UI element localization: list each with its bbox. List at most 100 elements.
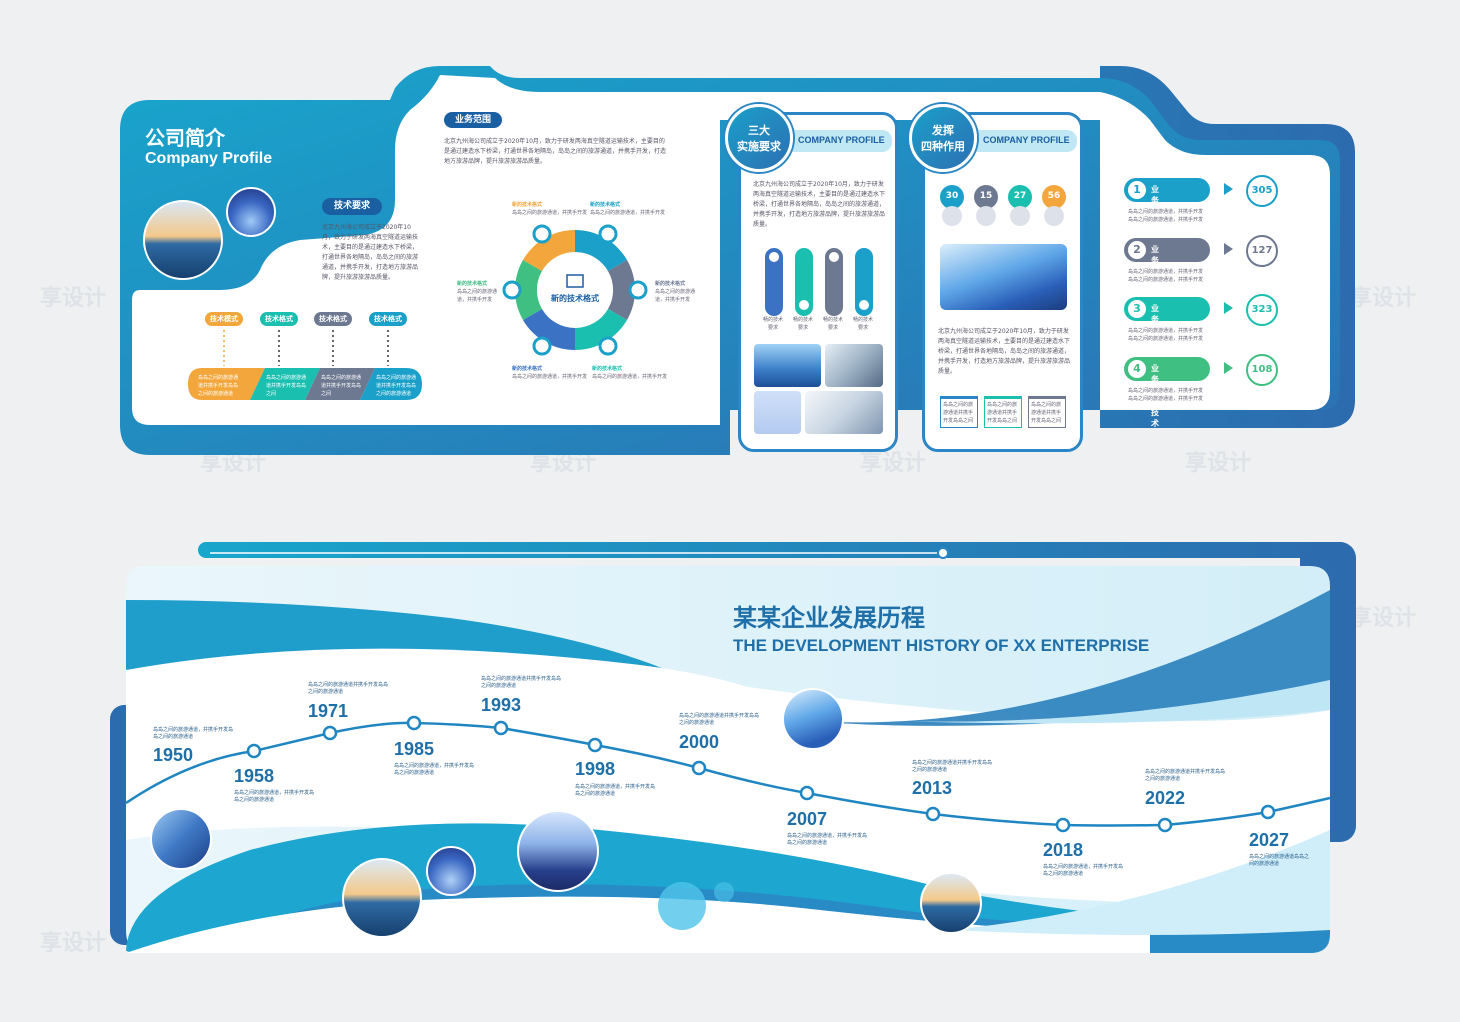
service-number: 3 — [1128, 300, 1146, 318]
service-value: 127 — [1246, 235, 1278, 267]
year-1958: 1958 — [234, 766, 275, 786]
watermark: 享设计 — [40, 286, 107, 311]
year-desc-1950: 岛岛之间的旅游通道，并携手开发岛岛之间的旅游通道 — [153, 727, 234, 740]
watermark: 享设计 — [1350, 606, 1417, 631]
scope-node-3: 新的技术格式岛岛之间的旅游通道，并携手开发 — [457, 281, 498, 303]
panel2-num-3: 27 — [1008, 185, 1032, 209]
year-1998: 1998 — [575, 759, 616, 779]
panel1-bar-label-4: 畅的技术要求 — [852, 317, 873, 331]
panel1-text: 北京九州海公司成立于2020年10月，致力于研发两海真空隧道运输技术，主要目的是… — [753, 181, 886, 228]
panel2-num-2: 15 — [974, 185, 998, 209]
arrow-right-icon — [1224, 302, 1233, 314]
year-desc-1958: 岛岛之间的旅游通道，并携手开发岛岛之间的旅游通道 — [234, 790, 315, 803]
photo-train-interior — [825, 344, 883, 387]
year-desc-2018: 岛岛之间的旅游通道，并携手开发岛岛之间的旅游通道 — [1043, 864, 1124, 877]
watermark: 享设计 — [530, 451, 597, 476]
scope-node-2: 新的技术格式岛岛之间的旅游通道，并携手开发 — [590, 202, 666, 216]
year-1985: 1985 — [394, 739, 435, 759]
year-2013: 2013 — [912, 778, 953, 798]
photo-corridor — [805, 391, 883, 434]
service-number: 2 — [1128, 241, 1146, 259]
panel1-bar-label-1: 畅的技术要求 — [762, 317, 783, 331]
arrow-right-icon — [1224, 362, 1233, 374]
tag-text-1: 岛岛之间的旅游通道并携手开发岛岛之间的旅游通道 — [198, 375, 239, 397]
watermark: 享设计 — [40, 931, 107, 956]
history-title-cn: 某某企业发展历程 — [733, 604, 925, 632]
tag-text-3: 岛岛之间的旅游通道并携手开发岛岛之间 — [321, 375, 362, 397]
tech-requirement-text: 北京九州海公司成立于2020年10月，致力于研发两海真空隧道运输技术，主要目的是… — [322, 224, 419, 281]
arrow-right-icon — [1224, 183, 1233, 195]
scope-center-label: 新的技术格式 — [551, 294, 599, 303]
year-desc-1971: 岛岛之间的旅游通道并携手开发岛岛之间的旅游通道 — [308, 682, 389, 695]
tech-requirement-label: 技术要求 — [322, 198, 382, 215]
panel1-bar-label-2: 畅的技术要求 — [792, 317, 813, 331]
photo-city-lights — [426, 846, 476, 896]
panel2-text: 北京九州海公司成立于2020年10月，致力于研发两海真空隧道运输技术，主要目的是… — [938, 328, 1071, 375]
service-value: 305 — [1246, 175, 1278, 207]
year-desc-1985: 岛岛之间的旅游通道，并携手开发岛岛之间的旅游通道 — [394, 763, 475, 776]
profile-title-en: Company Profile — [145, 150, 273, 167]
watermark: 享设计 — [1350, 286, 1417, 311]
tag-text-4: 岛岛之间的旅游通道并携手开发岛岛之间的旅游通道 — [376, 375, 417, 397]
year-2027: 2027 — [1249, 830, 1290, 850]
year-2007: 2007 — [787, 809, 828, 829]
arrow-right-icon — [1224, 243, 1233, 255]
tag-3: 技术格式 — [314, 312, 352, 326]
tag-text-2: 岛岛之间的旅游通道并携手开发岛岛之间 — [266, 375, 307, 397]
panel2-num-1: 30 — [940, 185, 964, 209]
photo-light-panel — [754, 391, 801, 434]
year-2022: 2022 — [1145, 788, 1186, 808]
photo-sailboat-2 — [920, 872, 982, 934]
panel2-badge: 发挥 四种作用 — [909, 104, 977, 172]
year-desc-2007: 岛岛之间的旅游通道，并携手开发岛岛之间的旅游通道 — [787, 833, 868, 846]
panel2-note-3: 岛岛之间的旅游通道并携手开发岛岛之间 — [1028, 396, 1066, 428]
year-desc-1993: 岛岛之间的旅游通道并携手开发岛岛之间的旅游通道 — [481, 676, 562, 689]
profile-title-cn: 公司简介 — [145, 126, 225, 150]
watermark: 享设计 — [1185, 451, 1252, 476]
service-value: 108 — [1246, 354, 1278, 386]
panel1-bars — [765, 248, 873, 316]
tag-2: 技术格式 — [260, 312, 298, 326]
tag-ribbon — [188, 330, 422, 400]
photo-skyline — [754, 344, 821, 387]
service-value: 323 — [1246, 294, 1278, 326]
year-desc-1998: 岛岛之间的旅游通道，并携手开发岛岛之间的旅游通道 — [575, 784, 656, 797]
year-1950: 1950 — [153, 745, 194, 765]
year-2018: 2018 — [1043, 840, 1084, 860]
year-desc-2013: 岛岛之间的旅游通道并携手开发岛岛之间的旅游通道 — [912, 760, 993, 773]
year-desc-2022: 岛岛之间的旅游通道并携手开发岛岛之间的旅游通道 — [1145, 769, 1226, 782]
panel1-bar-label-3: 畅的技术要求 — [822, 317, 843, 331]
service-label: 业务范围技术 — [1151, 364, 1159, 428]
year-1971: 1971 — [308, 701, 349, 721]
panel2-header: COMPANY PROFILE — [975, 130, 1077, 152]
service-number: 4 — [1128, 360, 1146, 378]
panel2-note-1: 岛岛之间的旅游通道并携手开发岛岛之间 — [940, 396, 978, 428]
watermark: 享设计 — [860, 451, 927, 476]
photo-sunset-sail — [342, 858, 422, 938]
scope-node-6: 新的技术格式岛岛之间的旅游通道，并携手开发 — [592, 366, 668, 380]
scope-node-4: 新的技术格式岛岛之间的旅游通道，并携手开发 — [655, 281, 696, 303]
watermark: 享设计 — [200, 451, 267, 476]
scope-label: 业务范围 — [444, 112, 502, 128]
year-desc-2027: 岛岛之间的旅游通道岛岛之间的旅游通道 — [1249, 854, 1310, 867]
panel2-num-4: 56 — [1042, 185, 1066, 209]
panel2-num-shadows — [942, 206, 1064, 226]
photo-towers — [782, 688, 844, 750]
scope-text: 北京九州海公司成立于2020年10月，致力于研发两海真空隧道运输技术，主要目的是… — [444, 138, 667, 165]
panel1-header: COMPANY PROFILE — [790, 130, 892, 152]
panel1-badge: 三大 实施要求 — [725, 104, 793, 172]
panel2-note-2: 岛岛之间的旅游通道并携手开发岛岛之间 — [984, 396, 1022, 428]
tag-4: 技术格式 — [369, 312, 407, 326]
scope-node-1: 新的技术格式岛岛之间的旅游通道，并携手开发 — [512, 202, 588, 216]
year-1993: 1993 — [481, 695, 522, 715]
tag-1: 技术模式 — [205, 312, 243, 326]
photo-bridge — [150, 808, 212, 870]
scope-node-5: 新的技术格式岛岛之间的旅游通道，并携手开发 — [512, 366, 588, 380]
history-title-en: THE DEVELOPMENT HISTORY OF XX ENTERPRISE — [733, 636, 1150, 655]
year-desc-2000: 岛岛之间的旅游通道并携手开发岛岛之间的旅游通道 — [679, 713, 760, 726]
photo-sailboat — [143, 200, 223, 280]
scope-ring-diagram — [502, 224, 648, 356]
year-2000: 2000 — [679, 732, 720, 752]
photo-night-city — [517, 810, 599, 892]
